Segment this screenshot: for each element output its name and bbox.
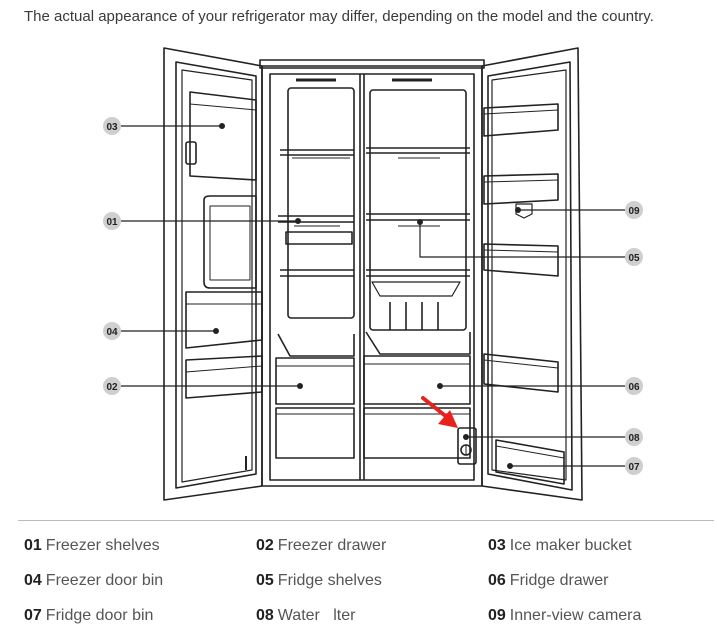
svg-text:03: 03 xyxy=(106,122,118,133)
intro-text: The actual appearance of your refrigerat… xyxy=(24,8,654,25)
callout-04: 04 xyxy=(103,322,121,340)
callout-02: 02 xyxy=(103,377,121,395)
callout-05: 05 xyxy=(625,248,643,266)
freezer-compartment xyxy=(275,78,355,459)
leader-dots xyxy=(213,123,521,469)
leader-lines xyxy=(121,125,625,467)
legend-divider xyxy=(18,520,714,521)
callout-06: 06 xyxy=(625,377,643,395)
callout-07: 07 xyxy=(625,457,643,475)
svg-text:06: 06 xyxy=(628,382,640,393)
svg-text:07: 07 xyxy=(628,462,640,473)
callout-01: 01 xyxy=(103,212,121,230)
callout-03: 03 xyxy=(103,117,121,135)
fridge-compartment xyxy=(363,78,477,465)
callout-09: 09 xyxy=(625,201,643,219)
svg-text:04: 04 xyxy=(106,327,118,338)
callout-08: 08 xyxy=(625,428,643,446)
freezer-door xyxy=(163,47,263,501)
svg-text:02: 02 xyxy=(106,382,118,393)
fridge-door xyxy=(481,47,583,501)
svg-text:01: 01 xyxy=(106,217,118,228)
svg-text:05: 05 xyxy=(628,253,640,264)
svg-text:08: 08 xyxy=(628,433,640,444)
water-filter-arrow-icon xyxy=(421,396,458,428)
svg-text:09: 09 xyxy=(628,206,640,217)
refrigerator-diagram: 03 01 04 02 09 05 06 08 07 xyxy=(103,47,643,501)
